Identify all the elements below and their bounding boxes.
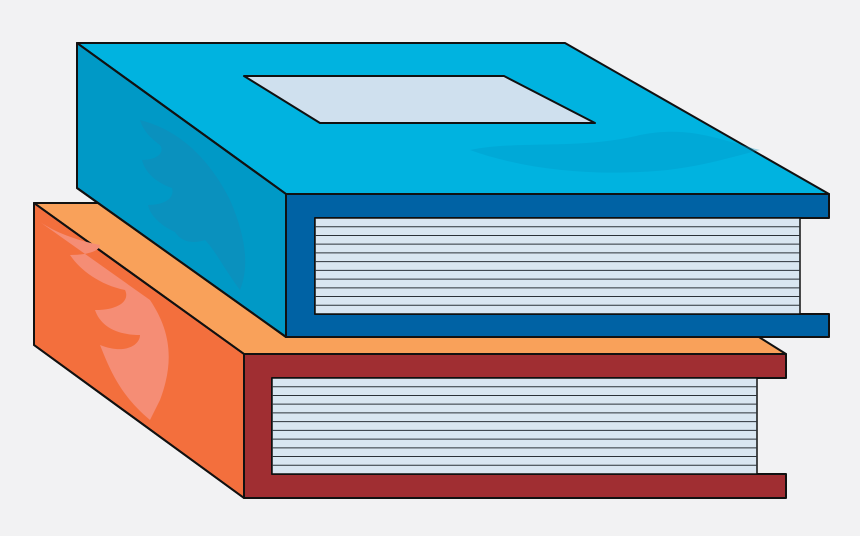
bottom-book-pages (271, 377, 758, 475)
top-book-cover-label (243, 75, 596, 124)
bottom-book-spine-highlight (40, 222, 169, 420)
top-book-spine-shade (140, 120, 246, 290)
top-book-page-lines (315, 226, 800, 306)
bottom-book-page-lines (272, 386, 757, 466)
top-book-cover-swirl (470, 131, 760, 173)
top-book-pages (314, 217, 801, 315)
top-book (76, 42, 830, 338)
